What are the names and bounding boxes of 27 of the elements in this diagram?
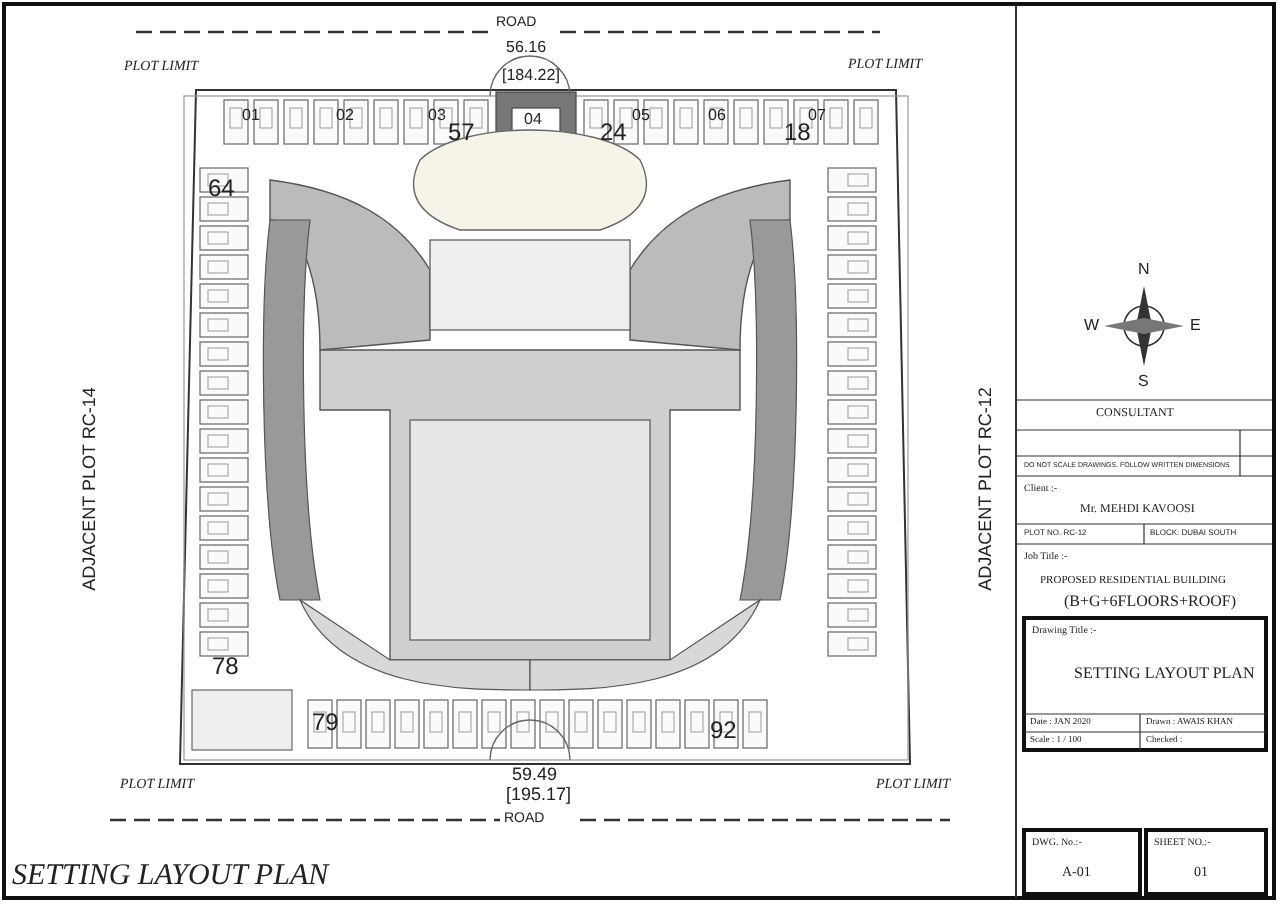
parking-number: 01 <box>242 108 260 124</box>
compass-letter: N <box>1138 262 1150 278</box>
title-block-text: SETTING LAYOUT PLAN <box>1074 666 1255 682</box>
title-block-text: (B+G+6FLOORS+ROOF) <box>1064 594 1236 610</box>
drawing-title: SETTING LAYOUT PLAN <box>12 862 329 892</box>
parking-number: 06 <box>708 108 726 124</box>
parking-number: 07 <box>808 108 826 124</box>
parking-number: 24 <box>600 120 627 144</box>
parking-number: 79 <box>312 710 339 734</box>
dimension-text: [195.17] <box>506 786 572 804</box>
parking-number: 03 <box>428 108 446 124</box>
parking-number: 64 <box>208 176 235 200</box>
dimension-text: [184.22] <box>502 68 560 84</box>
dimension-text: 56.16 <box>506 40 547 56</box>
parking-number: 57 <box>448 120 475 144</box>
compass-letter: W <box>1084 318 1100 334</box>
compass-letter: S <box>1138 374 1149 390</box>
parking-number: 78 <box>212 654 239 678</box>
adjacent-plot-label: ADJACENT PLOT RC-12 <box>977 385 995 595</box>
parking-number: 92 <box>710 718 737 742</box>
parking-number: 02 <box>336 108 354 124</box>
compass-letter: E <box>1190 318 1201 334</box>
parking-number: 04 <box>524 112 542 128</box>
parking-number: 05 <box>632 108 650 124</box>
parking-number: 18 <box>784 120 811 144</box>
adjacent-plot-label: ADJACENT PLOT RC-14 <box>81 385 99 595</box>
dimension-text: 59.49 <box>512 766 558 784</box>
